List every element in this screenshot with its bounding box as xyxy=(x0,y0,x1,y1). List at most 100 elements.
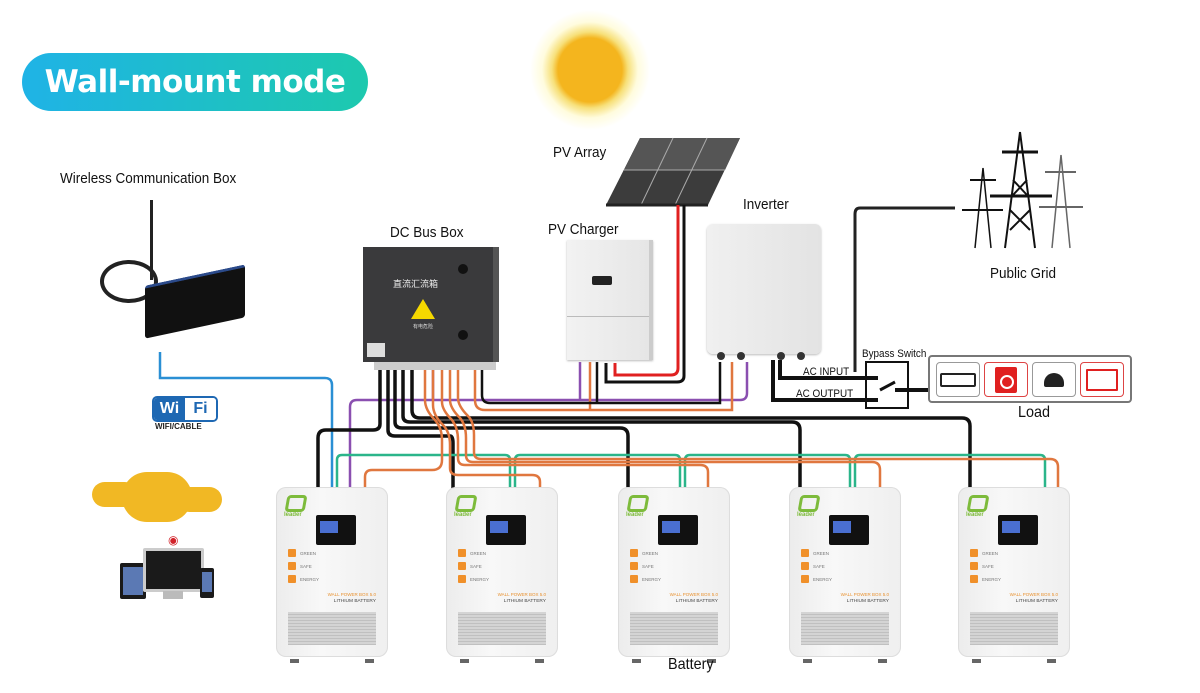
battery-display xyxy=(998,515,1038,545)
dc-bus-terminals xyxy=(374,362,496,370)
feature-label: GREEN xyxy=(470,550,487,556)
ac-input-label: AC INPUT xyxy=(803,366,850,378)
battery-model: WALL POWER BOX 5.0 xyxy=(669,592,718,597)
wifi-caption: WIFI/CABLE xyxy=(155,422,202,431)
leader-logo-icon xyxy=(626,495,650,512)
feature-icon xyxy=(630,549,638,557)
battery-feature: GREEN xyxy=(630,549,658,557)
feature-label: GREEN xyxy=(982,550,999,556)
battery-vent xyxy=(288,612,376,645)
battery-vent xyxy=(801,612,889,645)
inverter-label: Inverter xyxy=(743,196,789,213)
battery-label: Battery xyxy=(668,656,714,673)
feature-icon xyxy=(458,575,466,583)
washing-machine-icon xyxy=(984,362,1028,397)
pv-charger-label: PV Charger xyxy=(548,221,619,238)
feature-icon xyxy=(801,562,809,570)
battery-feature: ENERGY xyxy=(458,575,489,583)
feature-label: ENERGY xyxy=(813,576,833,582)
battery-foot xyxy=(632,659,641,663)
battery-foot xyxy=(707,659,716,663)
battery-vent xyxy=(458,612,546,645)
battery-feature: SAFE xyxy=(801,562,825,570)
battery-vent xyxy=(970,612,1058,645)
battery-vent xyxy=(630,612,718,645)
battery-model: WALL POWER BOX 5.0 xyxy=(327,592,376,597)
battery-chemistry: LITHIUM BATTERY xyxy=(846,599,889,604)
battery-feature: ENERGY xyxy=(801,575,832,583)
feature-icon xyxy=(458,549,466,557)
feature-label: GREEN xyxy=(642,550,659,556)
battery-display xyxy=(486,515,526,545)
pv-charger-display xyxy=(592,276,612,285)
battery-foot xyxy=(972,659,981,663)
wireless-communication-box xyxy=(80,195,250,345)
load-panel xyxy=(928,355,1132,403)
feature-icon xyxy=(630,575,638,583)
battery-foot xyxy=(535,659,544,663)
battery-brand: leader xyxy=(797,512,815,518)
battery-feature: SAFE xyxy=(288,562,312,570)
battery-model: WALL POWER BOX 5.0 xyxy=(1009,592,1058,597)
battery-chemistry: LITHIUM BATTERY xyxy=(503,599,546,604)
feature-icon xyxy=(630,562,638,570)
battery-feature: GREEN xyxy=(458,549,486,557)
leader-logo-icon xyxy=(454,495,478,512)
wifi-logo-left: Wi xyxy=(154,398,185,420)
pv-array-label: PV Array xyxy=(553,144,607,161)
battery-model: WALL POWER BOX 5.0 xyxy=(497,592,546,597)
battery-feature: GREEN xyxy=(288,549,316,557)
feature-icon xyxy=(288,549,296,557)
battery-feature: GREEN xyxy=(801,549,829,557)
feature-label: SAFE xyxy=(813,563,825,569)
feature-icon xyxy=(801,575,809,583)
battery-feature: ENERGY xyxy=(288,575,319,583)
load-label: Load xyxy=(1018,404,1051,421)
warning-icon xyxy=(411,299,435,319)
feature-icon xyxy=(458,562,466,570)
vacuum-cleaner-icon xyxy=(1032,362,1076,397)
feature-label: SAFE xyxy=(300,563,312,569)
feature-label: SAFE xyxy=(982,563,994,569)
feature-label: SAFE xyxy=(642,563,654,569)
leader-logo-icon xyxy=(797,495,821,512)
battery-brand: leader xyxy=(454,512,472,518)
feature-icon xyxy=(288,575,296,583)
battery-brand: leader xyxy=(626,512,644,518)
feature-label: ENERGY xyxy=(642,576,662,582)
battery-chemistry: LITHIUM BATTERY xyxy=(1015,599,1058,604)
devices-icon: ◉ xyxy=(118,533,223,605)
battery-feature: GREEN xyxy=(970,549,998,557)
battery-display xyxy=(316,515,356,545)
battery-feature: SAFE xyxy=(630,562,654,570)
battery-feature: SAFE xyxy=(458,562,482,570)
monitor-icon xyxy=(143,548,204,592)
battery-feature: SAFE xyxy=(970,562,994,570)
pv-charger xyxy=(567,240,653,360)
battery-chemistry: LITHIUM BATTERY xyxy=(675,599,718,604)
battery-display xyxy=(658,515,698,545)
battery-foot xyxy=(1047,659,1056,663)
battery-display xyxy=(829,515,869,545)
phone-icon xyxy=(200,568,214,598)
air-conditioner-icon xyxy=(936,362,980,397)
battery-foot xyxy=(878,659,887,663)
feature-icon xyxy=(801,549,809,557)
dc-bus-box-label: DC Bus Box xyxy=(390,224,464,241)
mode-title: Wall-mount mode xyxy=(22,53,368,111)
bypass-switch-label: Bypass Switch xyxy=(862,348,927,360)
feature-icon xyxy=(970,575,978,583)
feature-icon xyxy=(288,562,296,570)
feature-label: GREEN xyxy=(300,550,317,556)
battery-feature: ENERGY xyxy=(970,575,1001,583)
ac-output-label: AC OUTPUT xyxy=(796,388,854,400)
battery-foot xyxy=(365,659,374,663)
wifi-logo-right: Fi xyxy=(185,398,216,420)
battery-brand: leader xyxy=(284,512,302,518)
inverter xyxy=(707,224,821,360)
leader-logo-icon xyxy=(966,495,990,512)
